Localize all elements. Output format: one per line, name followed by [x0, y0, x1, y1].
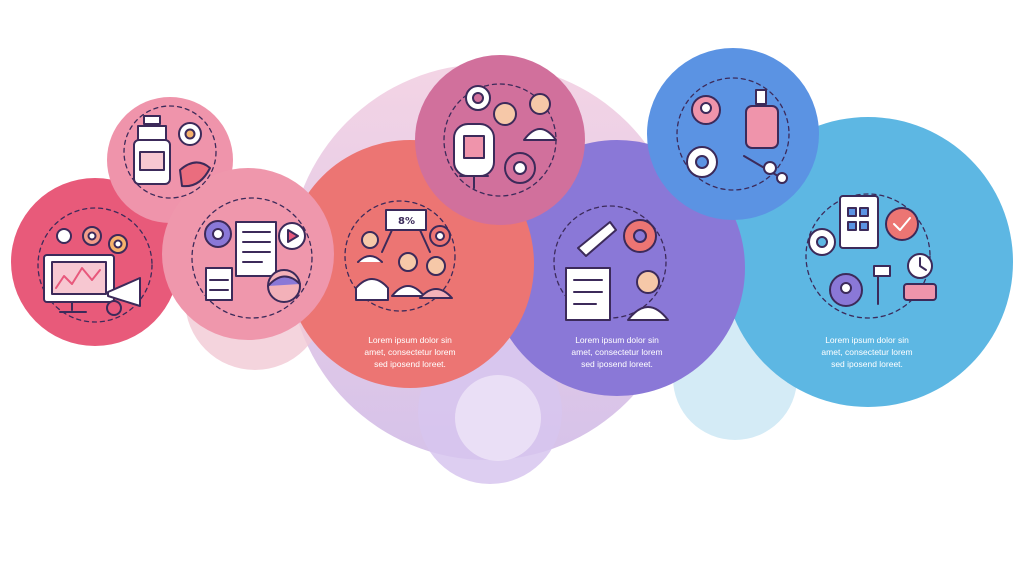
dashed-ring [123, 105, 217, 199]
caption-line: Lorem ipsum dolor sin [575, 335, 659, 345]
scissors-icon [743, 155, 788, 184]
icon-group-pink [191, 197, 313, 319]
clipboard-checklist-icon [839, 195, 879, 249]
gear-icon [82, 226, 102, 246]
caption-line: amet, consectetur lorem [821, 347, 913, 357]
arcade-machine-icon [453, 123, 495, 189]
gear-icon [204, 220, 232, 248]
team-icon [391, 252, 453, 299]
icon-group-sky [805, 193, 937, 319]
caption-line: amet, consectetur lorem [571, 347, 663, 357]
caption-line: amet, consectetur lorem [364, 347, 456, 357]
gear-icon [808, 228, 836, 256]
face-icon [267, 269, 301, 303]
caption-line: Lorem ipsum dolor sin [368, 335, 452, 345]
icon-group-pink-small [123, 105, 217, 199]
gear-icon [429, 225, 451, 247]
manager-icon [523, 93, 557, 141]
clipboard-icon [205, 267, 233, 301]
caption-line: sed iposend loreet. [581, 359, 653, 369]
icon-group-salmon: 8% [344, 200, 456, 312]
caption-line: sed iposend loreet. [374, 359, 446, 369]
sofa-icon [355, 278, 389, 301]
icon-group-rose [443, 83, 557, 197]
bubble-rose [415, 55, 585, 225]
dashed-ring [191, 197, 313, 319]
dashed-ring [805, 193, 931, 319]
tools-icon [873, 265, 891, 305]
gear-user-icon [691, 95, 721, 125]
worker-icon [357, 231, 383, 263]
gear-icon [623, 219, 657, 253]
percent-banner-icon: 8% [381, 209, 431, 253]
cloth-icon [179, 161, 211, 188]
dashed-ring [676, 77, 790, 191]
soap-bottle-icon [133, 115, 171, 185]
operator-icon [493, 102, 517, 126]
settings-icon [56, 228, 72, 244]
gear-icon [465, 85, 491, 111]
dashed-ring [344, 200, 456, 312]
icon-group-blue [676, 77, 790, 191]
clock-icon [903, 253, 937, 301]
caption-line: Lorem ipsum dolor sin [825, 335, 909, 345]
gear-icon [504, 152, 536, 184]
monitor-chart-icon [43, 254, 115, 313]
bubble-blue [647, 48, 819, 220]
percent-text: 8% [398, 216, 415, 227]
background-bubble-inner [455, 375, 541, 461]
dashed-ring [37, 207, 153, 323]
icon-group-red [37, 207, 153, 323]
icon-group-violet [553, 205, 669, 321]
soap-dispenser-icon [745, 89, 779, 149]
megaphone-icon [106, 277, 141, 316]
pen-icon [577, 221, 617, 257]
gear-icon [108, 234, 128, 254]
caption-sky: Lorem ipsum dolor sin amet, consectetur … [792, 334, 942, 370]
gear-user-icon [829, 273, 863, 307]
caption-line: sed iposend loreet. [831, 359, 903, 369]
document-icon [235, 221, 277, 277]
gear-icon [178, 122, 202, 146]
gear-check-icon [885, 207, 919, 241]
caption-violet: Lorem ipsum dolor sin amet, consectetur … [542, 334, 692, 370]
caption-salmon: Lorem ipsum dolor sin amet, consectetur … [335, 334, 485, 370]
scientist-icon [627, 270, 669, 321]
gear-icon [686, 146, 718, 178]
video-play-gear-icon [278, 222, 306, 250]
report-icon [565, 267, 611, 321]
